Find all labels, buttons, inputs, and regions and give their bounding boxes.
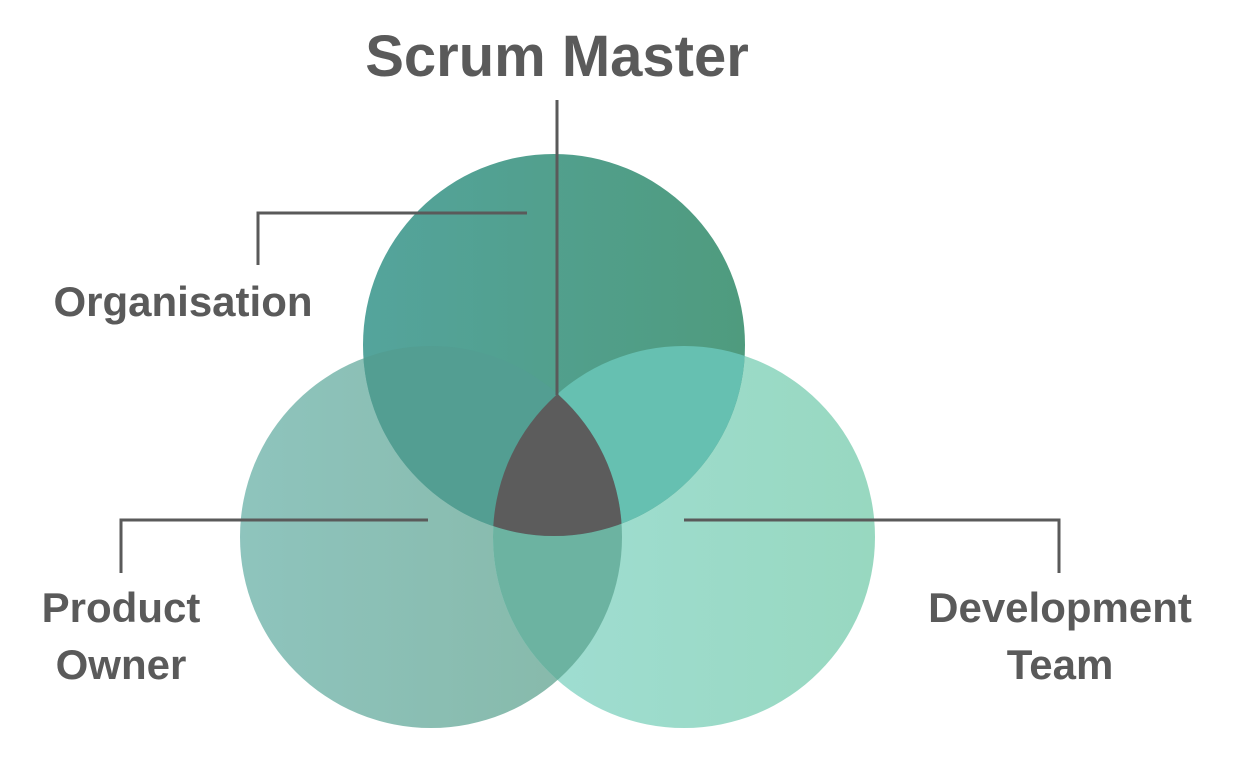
development-team-label-line1: Development: [928, 584, 1192, 631]
scrum-master-title: Scrum Master: [365, 24, 749, 89]
organisation-connector: [256, 211, 527, 265]
product-owner-label-line1: Product: [42, 584, 201, 631]
product-owner-connector: [119, 518, 428, 573]
development-team-connector: [684, 518, 1061, 573]
product-owner-label-line2: Owner: [56, 641, 187, 688]
organisation-label: Organisation: [53, 278, 312, 325]
development-team-label-line2: Team: [1007, 641, 1114, 688]
center-intersection: [493, 346, 622, 536]
